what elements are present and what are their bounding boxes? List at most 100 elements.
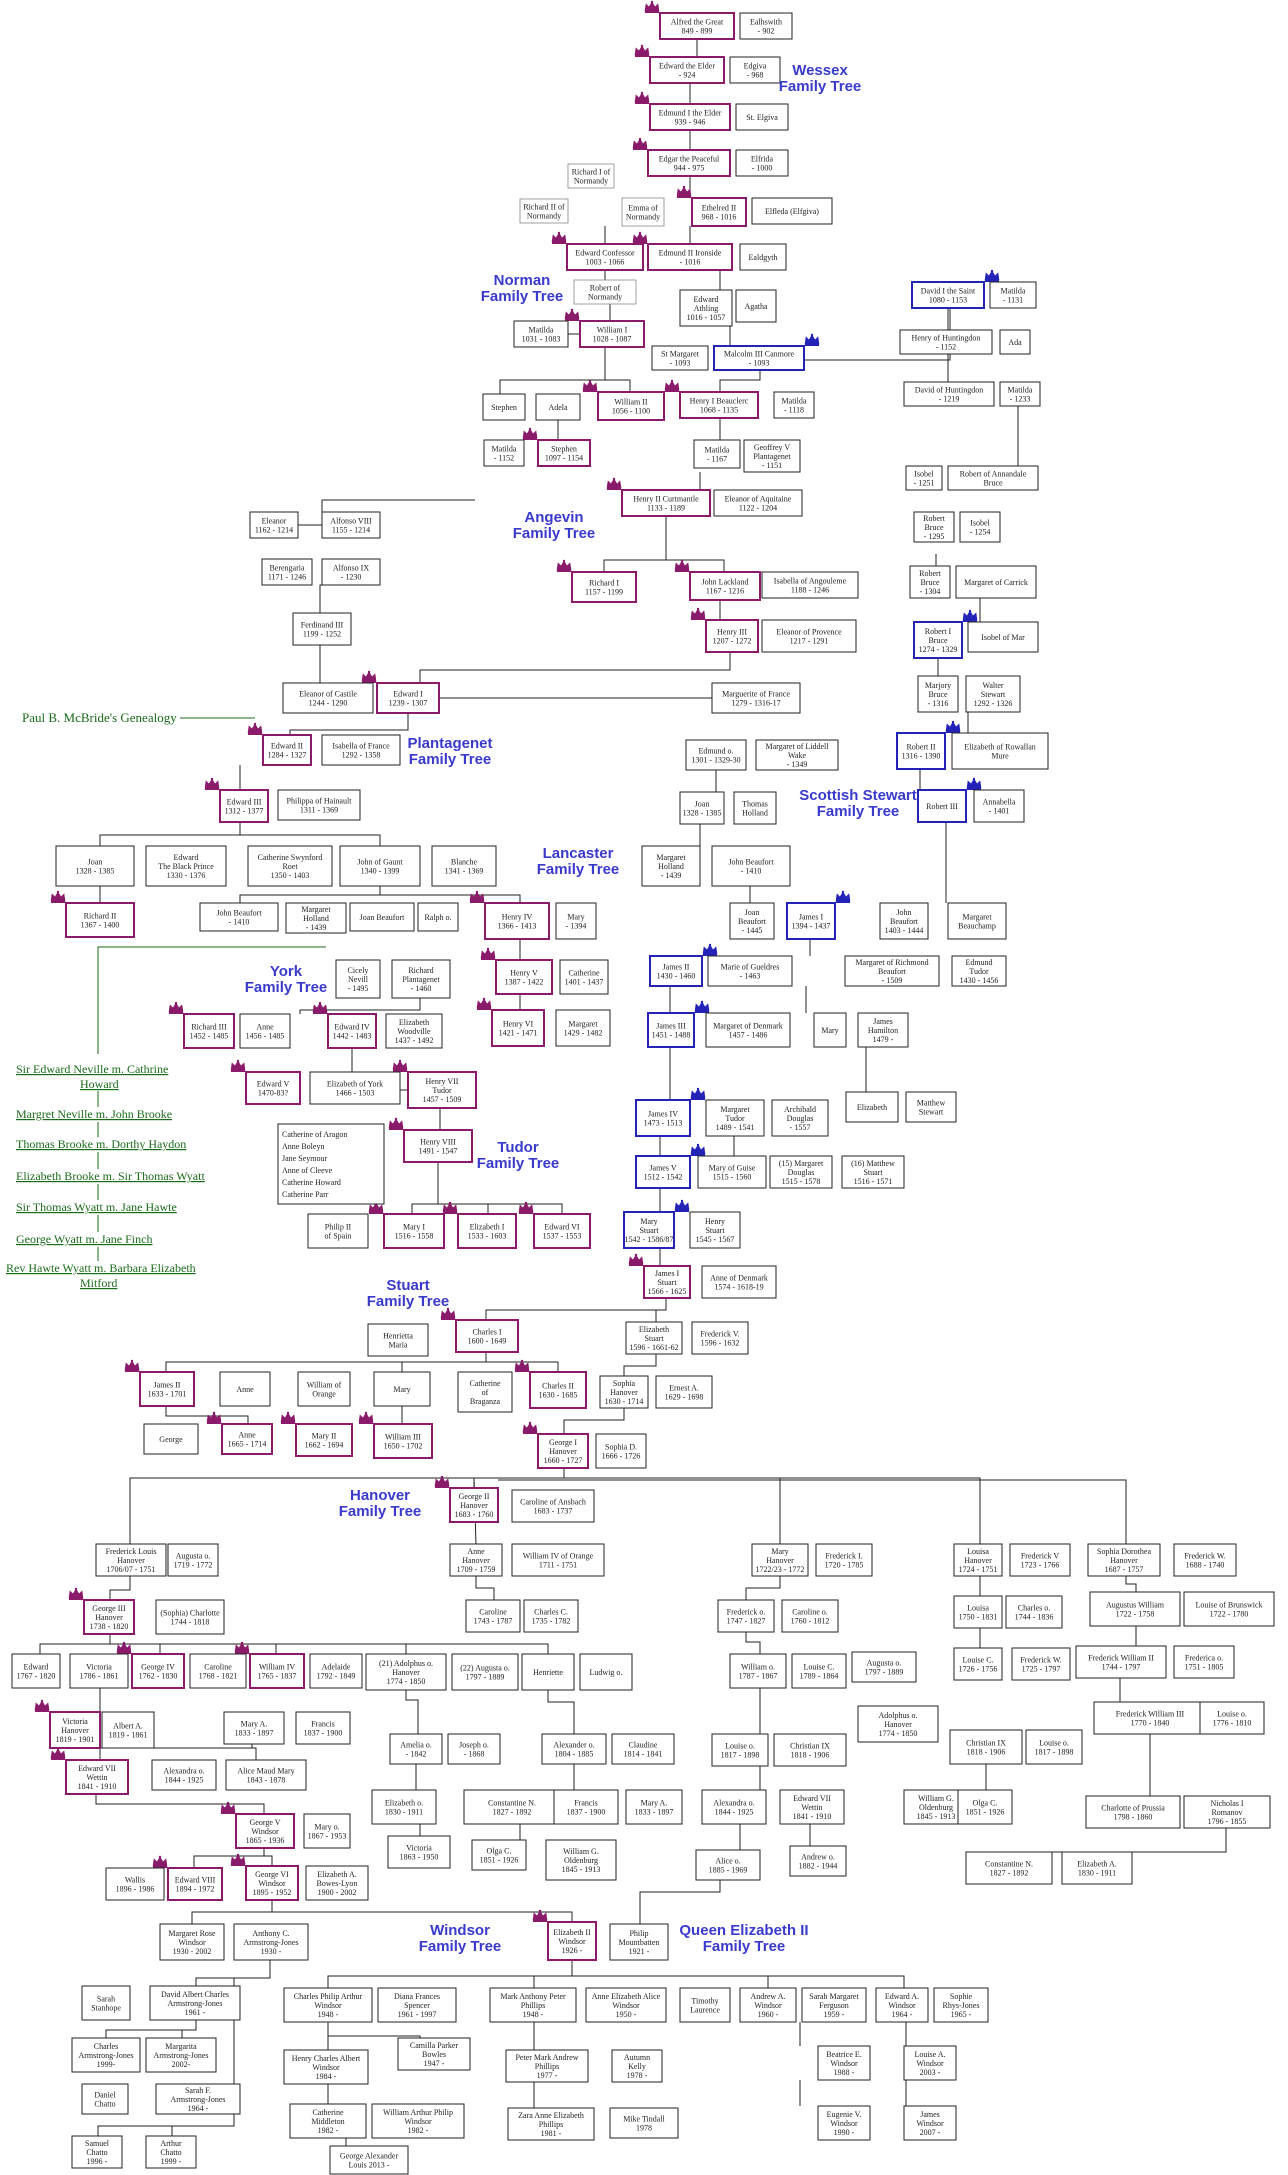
person-name: Oldenburg bbox=[564, 1856, 598, 1865]
person-name: Chatto bbox=[86, 2148, 107, 2157]
person-name: 1630 - 1685 bbox=[539, 1391, 578, 1400]
person-name: 1744 - 1797 bbox=[1102, 1663, 1141, 1672]
person-name: Eleanor bbox=[262, 517, 287, 526]
person-box-robert3: Robert III bbox=[917, 789, 967, 823]
person-name: Constantine N. bbox=[985, 1860, 1033, 1869]
person-box-frederick-w: Frederick W.1688 - 1740 bbox=[1173, 1543, 1237, 1577]
person-name: 1292 - 1326 bbox=[974, 699, 1013, 708]
person-name: Rhys-Jones bbox=[943, 2001, 980, 2010]
genealogy-link[interactable]: Howard bbox=[80, 1077, 119, 1091]
person-name: 1725 - 1797 bbox=[1022, 1665, 1061, 1674]
person-box-david-hunt: David of Huntingdon- 1219 bbox=[903, 381, 995, 407]
person-name: Margaret bbox=[962, 913, 992, 922]
person-name: Woodville bbox=[397, 1027, 431, 1036]
person-name: Elizabeth bbox=[857, 1103, 887, 1112]
person-box-matilda-s: Matilda- 1118 bbox=[773, 391, 815, 419]
person-name: 1988 - bbox=[834, 2068, 855, 2077]
person-name: Beaufort bbox=[738, 917, 767, 926]
person-name: Edward VI bbox=[544, 1223, 580, 1232]
person-name: Hanover bbox=[964, 1556, 992, 1565]
person-name: - 1394 bbox=[566, 922, 587, 931]
person-name: Stephen bbox=[491, 403, 517, 412]
person-name: Stanhope bbox=[91, 2004, 121, 2013]
crown-icon bbox=[247, 722, 263, 735]
person-name: Sophia D. bbox=[605, 1443, 637, 1452]
person-name: 1722 - 1780 bbox=[1210, 1610, 1249, 1619]
person-name: William G. bbox=[563, 1847, 599, 1856]
genealogy-link[interactable]: Sir Thomas Wyatt m. Jane Hawte bbox=[16, 1200, 177, 1214]
person-name: Ethelred II bbox=[702, 204, 737, 213]
person-box-alexandra: Alexandra o.1844 - 1925 bbox=[151, 1759, 217, 1791]
person-name: Windsor bbox=[888, 2001, 916, 2010]
person-name: James IV bbox=[648, 1110, 678, 1119]
person-box-mary-gueldres: Marie of Gueldres- 1463 bbox=[707, 955, 793, 987]
person-name: 1885 - 1969 bbox=[709, 1866, 748, 1875]
person-name: 1845 - 1913 bbox=[917, 1812, 956, 1821]
genealogy-link[interactable]: Sir Edward Neville m. Cathrine bbox=[16, 1062, 168, 1076]
person-name: 1709 - 1759 bbox=[457, 1565, 496, 1574]
person-name: 1960 - bbox=[758, 2010, 779, 2019]
person-name: Edward the Elder bbox=[659, 62, 715, 71]
genealogy-link[interactable]: Mitford bbox=[80, 1276, 117, 1290]
person-name: - 1316 bbox=[928, 699, 949, 708]
person-box-edward-elder: Edward the Elder- 924 bbox=[649, 56, 725, 84]
person-name: Zara Anne Elizabeth bbox=[518, 2111, 584, 2120]
person-name: 1028 - 1087 bbox=[593, 335, 632, 344]
person-box-matilda-b: Matilda- 1152 bbox=[483, 439, 525, 467]
genealogy-link[interactable]: Thomas Brooke m. Dorthy Haydon bbox=[16, 1137, 186, 1151]
crown-icon bbox=[442, 1201, 458, 1214]
person-box-mary-s: Mary bbox=[813, 1012, 847, 1048]
genealogy-link[interactable]: Margret Neville m. John Brooke bbox=[16, 1107, 172, 1121]
genealogy-link[interactable]: George Wyatt m. Jane Finch bbox=[16, 1232, 152, 1246]
crown-icon bbox=[168, 1001, 184, 1014]
person-box-louise-c2: Louise C.1789 - 1864 bbox=[791, 1653, 847, 1689]
person-name: - 1152 bbox=[494, 454, 514, 463]
genealogy-link[interactable]: Rev Hawte Wyatt m. Barbara Elizabeth bbox=[6, 1261, 196, 1275]
crown-icon bbox=[634, 91, 650, 104]
person-name: of Spain bbox=[325, 1232, 352, 1241]
person-name: - 1233 bbox=[1010, 395, 1031, 404]
person-name: 1948 - bbox=[523, 2010, 544, 2019]
section-title-windsor: Family Tree bbox=[419, 1938, 502, 1955]
person-name: Beaufort bbox=[890, 917, 919, 926]
person-name: 1188 - 1246 bbox=[791, 586, 829, 595]
person-name: Maria bbox=[388, 1341, 408, 1350]
person-name: - 1295 bbox=[924, 532, 945, 541]
person-name: James V bbox=[649, 1164, 676, 1173]
person-name: 1738 - 1820 bbox=[90, 1622, 129, 1631]
person-name: James II bbox=[663, 963, 690, 972]
person-name: 1863 - 1950 bbox=[400, 1853, 439, 1862]
person-name: 1533 - 1603 bbox=[468, 1232, 507, 1241]
genealogy-link[interactable]: Elizabeth Brooke m. Sir Thomas Wyatt bbox=[16, 1169, 205, 1183]
person-name: Anne of Denmark bbox=[710, 1274, 768, 1283]
crown-icon bbox=[361, 670, 377, 683]
person-name: Windsor bbox=[404, 2117, 432, 2126]
person-name: 1774 - 1850 bbox=[879, 1729, 918, 1738]
person-name: Louise C. bbox=[962, 1656, 993, 1665]
person-name: George V bbox=[249, 1818, 280, 1827]
person-name: Walter bbox=[982, 681, 1003, 690]
crowns-layer bbox=[34, 0, 1000, 1922]
section-title-plantagenet: Family Tree bbox=[409, 751, 492, 768]
person-name: George VI bbox=[255, 1870, 289, 1879]
person-name: Armstrong-Jones bbox=[153, 2051, 208, 2060]
person-name: Hanover bbox=[610, 1388, 638, 1397]
person-name: - 1401 bbox=[989, 807, 1010, 816]
person-name: Augustus William bbox=[1106, 1601, 1165, 1610]
person-box-louise-o3: Louise o.1817 - 1898 bbox=[711, 1733, 769, 1767]
person-name: 1841 - 1910 bbox=[793, 1812, 832, 1821]
person-name: Sarah bbox=[97, 1995, 115, 2004]
